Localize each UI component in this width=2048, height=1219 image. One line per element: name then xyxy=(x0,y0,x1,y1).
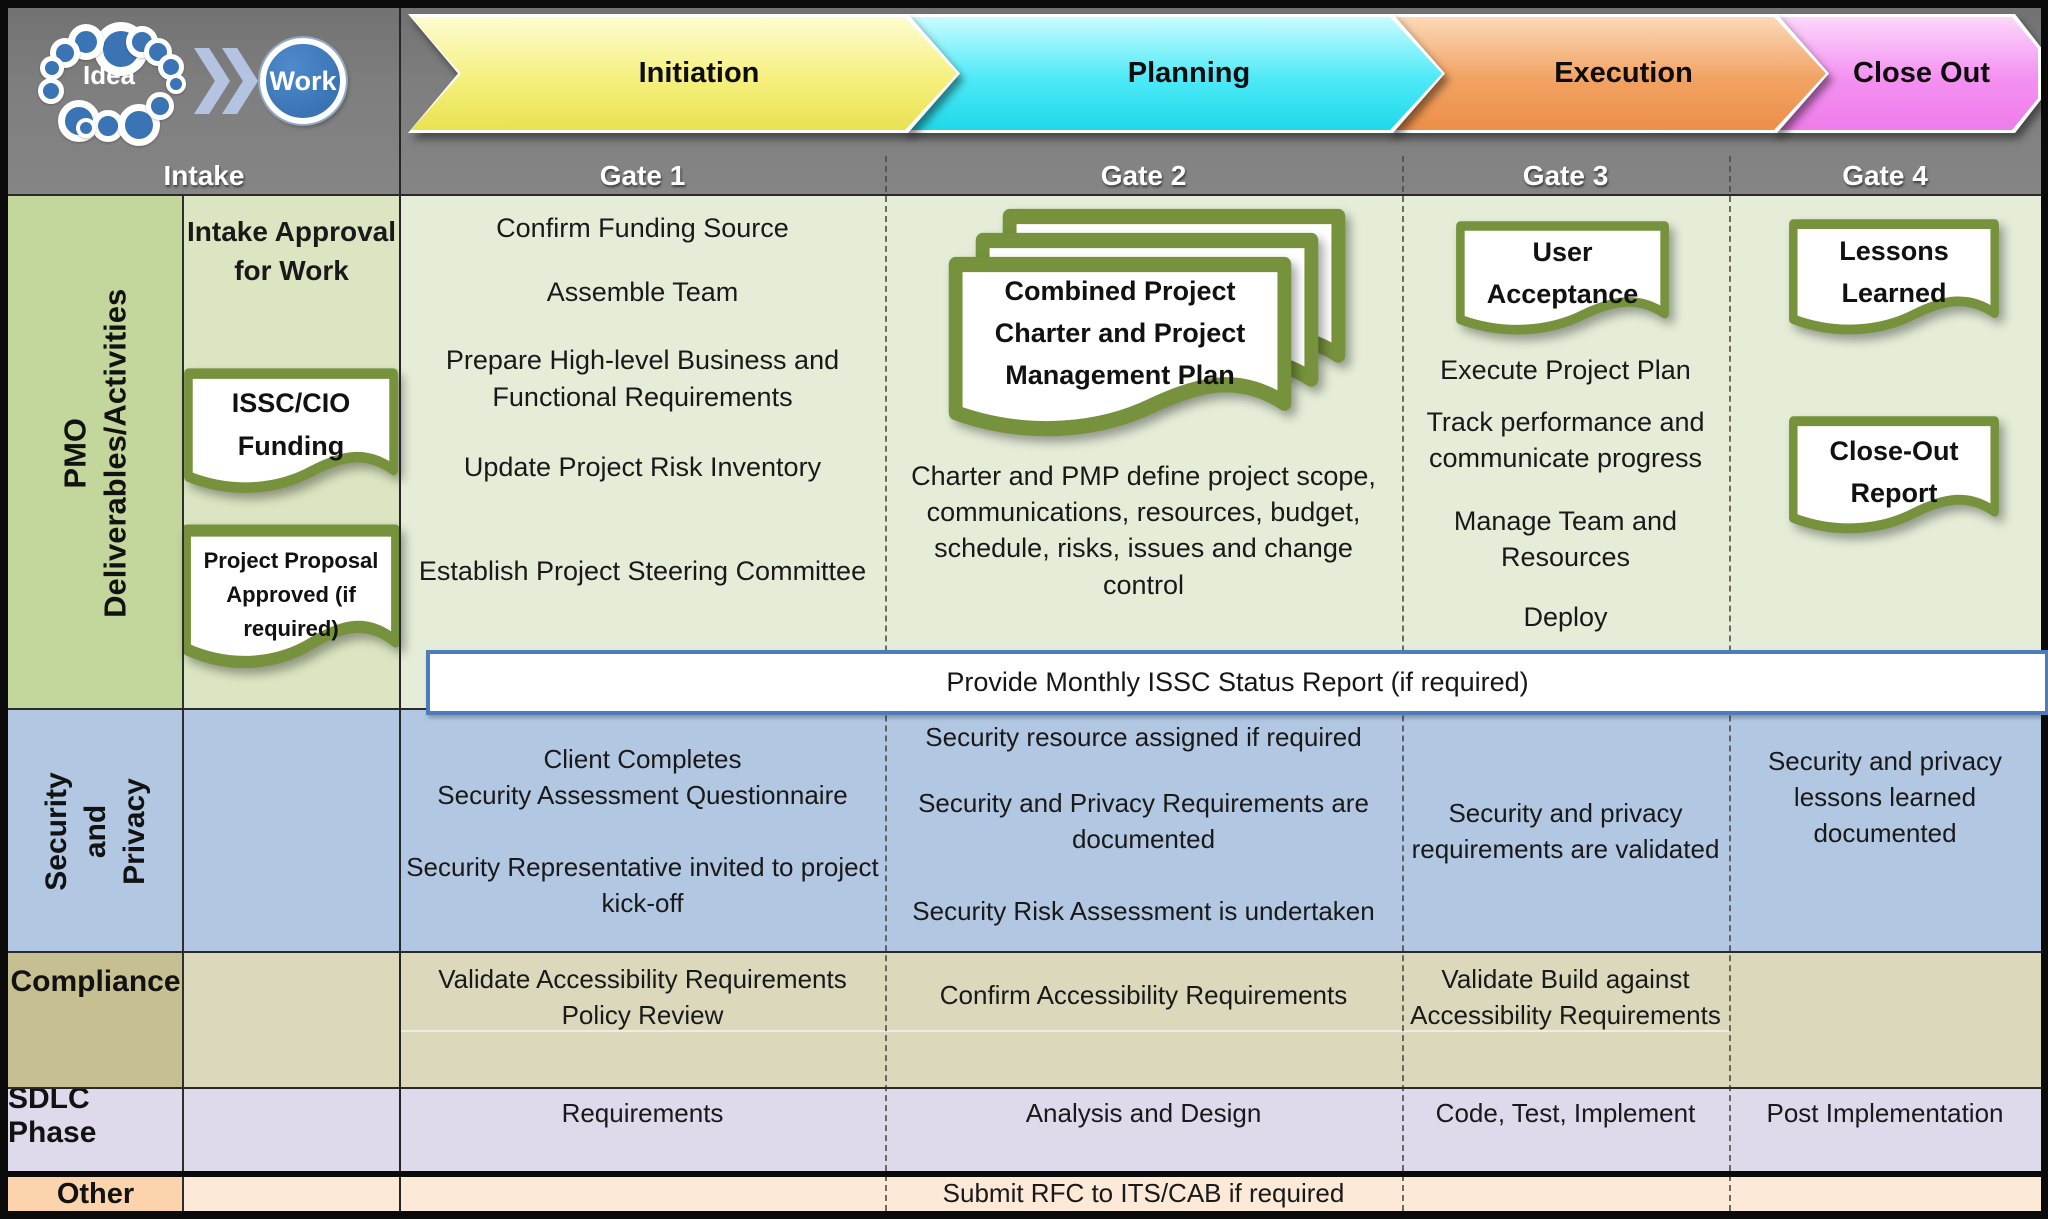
divider-intake-column xyxy=(399,8,401,1211)
row-label-compliance: Compliance xyxy=(10,965,181,998)
work-circle: Work xyxy=(260,38,346,124)
document-user-acceptance-label: User Acceptance xyxy=(1486,237,1639,309)
phase-arrow-execution: Execution xyxy=(1388,14,1829,133)
cell-security-planning: Security resource assigned if required S… xyxy=(912,722,1375,926)
intake-header-label: Intake xyxy=(163,160,245,191)
cell-sdlc-execution: Code, Test, Implement xyxy=(1435,1098,1696,1128)
cell-compliance-planning: Confirm Accessibility Requirements xyxy=(939,980,1348,1010)
phase-label-execution: Execution xyxy=(1554,57,1693,89)
idea-to-work-logo: Idea Work xyxy=(8,8,400,158)
issc-status-banner: Provide Monthly ISSC Status Report (if r… xyxy=(426,650,2048,715)
phase-label-initiation: Initiation xyxy=(638,57,760,89)
gate-1-label: Gate 1 xyxy=(599,160,686,191)
idea-label: Idea xyxy=(82,60,136,90)
frame-bottom xyxy=(0,1211,2048,1219)
divider-header-pmo xyxy=(8,194,2041,196)
divider-security-compliance xyxy=(8,951,2041,953)
cell-pmo-planning-note: Charter and PMP define project scope, co… xyxy=(911,461,1376,600)
document-issc-cio-funding-label: ISSC/CIO Funding xyxy=(231,387,351,461)
cell-sdlc-initiation: Requirements xyxy=(561,1098,724,1128)
phase-arrow-planning: Planning xyxy=(903,14,1445,133)
document-project-proposal-label: Project Proposal Approved (if required) xyxy=(203,547,379,642)
idea-circle xyxy=(76,118,96,138)
cell-other-planning: Submit RFC to ITS/CAB if required xyxy=(942,1178,1345,1209)
cell-pmo-intake-title: Intake Approval for Work xyxy=(186,216,396,287)
cell-compliance-execution: Validate Build against Accessibility Req… xyxy=(1410,964,1721,1030)
phase-label-closeout: Close Out xyxy=(1853,57,1990,89)
gate-2-label: Gate 2 xyxy=(1100,160,1187,191)
sdlc-row-bg xyxy=(8,1089,2041,1171)
gate-3-label: Gate 3 xyxy=(1522,160,1609,191)
cell-pmo-execution: Execute Project Plan Track performance a… xyxy=(1426,355,1705,632)
cell-sdlc-closeout: Post Implementation xyxy=(1766,1098,2004,1128)
cell-sdlc-planning: Analysis and Design xyxy=(1025,1098,1262,1128)
frame-right xyxy=(2041,0,2048,1219)
compliance-row-bg xyxy=(8,953,2041,1089)
frame-top xyxy=(0,0,2048,8)
idea-circle xyxy=(38,78,64,104)
pmo-label-col-bg xyxy=(8,196,183,710)
other-row-bg xyxy=(8,1177,2041,1211)
document-lessons-learned-label: Lessons Learned xyxy=(1839,236,1949,308)
compliance-label-col-bg xyxy=(8,953,183,1089)
work-label: Work xyxy=(269,65,337,96)
idea-circle xyxy=(146,92,174,120)
idea-circle xyxy=(40,56,64,80)
row-label-pmo: PMO Deliverables/Activities xyxy=(57,288,133,618)
idea-circle xyxy=(166,74,186,94)
gate-4-label: Gate 4 xyxy=(1842,160,1928,191)
row-label-other: Other xyxy=(56,1177,135,1210)
phase-arrow-initiation: Initiation xyxy=(408,14,960,133)
cell-security-execution: Security and privacy requirements are va… xyxy=(1411,797,1720,864)
cell-compliance-initiation: Validate Accessibility Requirements Poli… xyxy=(438,964,847,1030)
divider-label-column xyxy=(182,196,184,1211)
document-charter-label: Combined Project Charter and Project Man… xyxy=(994,276,1246,390)
phase-label-planning: Planning xyxy=(1127,57,1251,89)
cell-security-closeout: Security and privacy lessons learned doc… xyxy=(1767,746,2003,848)
divider-compliance-sdlc xyxy=(8,1087,2041,1089)
cell-security-initiation: Client Completes Security Assessment Que… xyxy=(406,744,879,918)
compliance-subrow-divider xyxy=(400,1030,1729,1032)
row-label-security: Security and Privacy xyxy=(40,772,151,891)
security-row-bg xyxy=(8,710,2041,953)
other-label-col-bg xyxy=(8,1177,183,1211)
chevron-icon xyxy=(194,48,230,114)
divider-sdlc-other xyxy=(8,1171,2041,1177)
frame-left xyxy=(0,0,8,1219)
cell-pmo-initiation: Confirm Funding Source Assemble Team Pre… xyxy=(418,213,867,586)
document-closeout-report-label: Close-Out Report xyxy=(1829,436,1959,508)
row-label-sdlc: SDLC Phase xyxy=(8,1082,97,1149)
